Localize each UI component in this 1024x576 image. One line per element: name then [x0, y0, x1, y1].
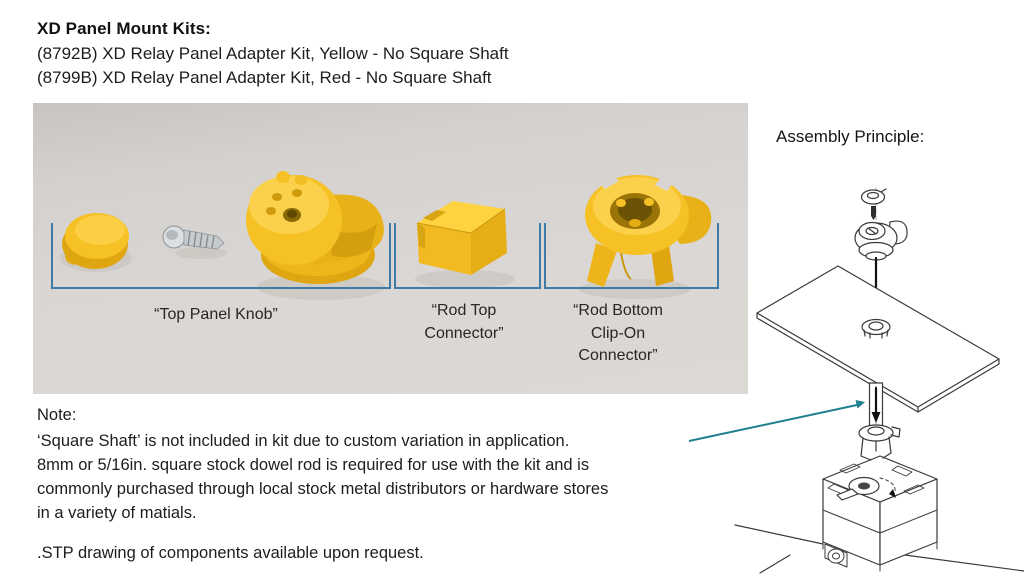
product-photo: “Top Panel Knob” “Rod Top Connector” “Ro…	[33, 103, 748, 394]
note-line: 8mm or 5/16in. square stock dowel rod is…	[37, 456, 590, 474]
diagram-clip-connector	[858, 424, 901, 461]
note-line: ‘Square Shaft’ is not included in kit du…	[37, 432, 570, 450]
label-text: “Rod Bottom	[573, 302, 663, 319]
label-text: Clip-On	[590, 324, 646, 342]
label-rod-bottom-connector: “Rod Bottom Clip-On Connector”	[573, 300, 663, 368]
label-text: Connector”	[578, 347, 658, 364]
diagram-knob	[854, 220, 908, 261]
part-screw	[162, 225, 225, 250]
label-text: “Top Panel Knob”	[154, 306, 278, 323]
part-rod-bottom-connector	[585, 175, 712, 287]
diagram-panel	[756, 265, 1000, 413]
footer-note: .STP drawing of components available upo…	[37, 544, 424, 562]
kit-list: (8792B) XD Relay Panel Adapter Kit, Yell…	[37, 42, 509, 89]
bracket-top-panel-knob	[51, 223, 391, 289]
note-line: in a variety of matials.	[37, 504, 197, 522]
diagram-screw	[871, 206, 876, 220]
diagram-cap	[860, 188, 887, 205]
photo-parts-art	[51, 171, 719, 300]
shadow	[175, 247, 227, 259]
label-rod-top-connector: “Rod Top Connector”	[424, 300, 503, 345]
part-rod-top-connector	[416, 201, 507, 275]
label-top-panel-knob: “Top Panel Knob”	[154, 304, 278, 327]
kit-line-red: (8799B) XD Relay Panel Adapter Kit, Red …	[37, 67, 492, 87]
diagram-ground-lines	[734, 524, 1024, 574]
note-line: commonly purchased through local stock m…	[37, 480, 609, 498]
part-top-cap	[62, 213, 129, 269]
kit-line-yellow: (8792B) XD Relay Panel Adapter Kit, Yell…	[37, 44, 509, 63]
diagram-actuator-box	[822, 455, 938, 572]
shadow	[415, 270, 515, 288]
bracket-rod-top	[394, 223, 541, 289]
bracket-rod-bottom	[544, 223, 719, 289]
page-title: XD Panel Mount Kits:	[37, 19, 211, 38]
assembly-diagram	[688, 187, 1024, 574]
label-text: Connector”	[424, 324, 504, 342]
assembly-title: Assembly Principle:	[776, 127, 925, 146]
diagram-arrow-down-2	[871, 386, 881, 423]
note-body: ‘Square Shaft’ is not included in kit du…	[37, 429, 608, 525]
diagram-grommet	[861, 318, 891, 339]
label-text: “Rod Top	[431, 302, 497, 319]
note-heading: Note:	[37, 406, 77, 424]
grouping-brackets	[51, 223, 719, 289]
note-pointer-arrow	[688, 400, 865, 442]
part-knob	[246, 171, 384, 284]
